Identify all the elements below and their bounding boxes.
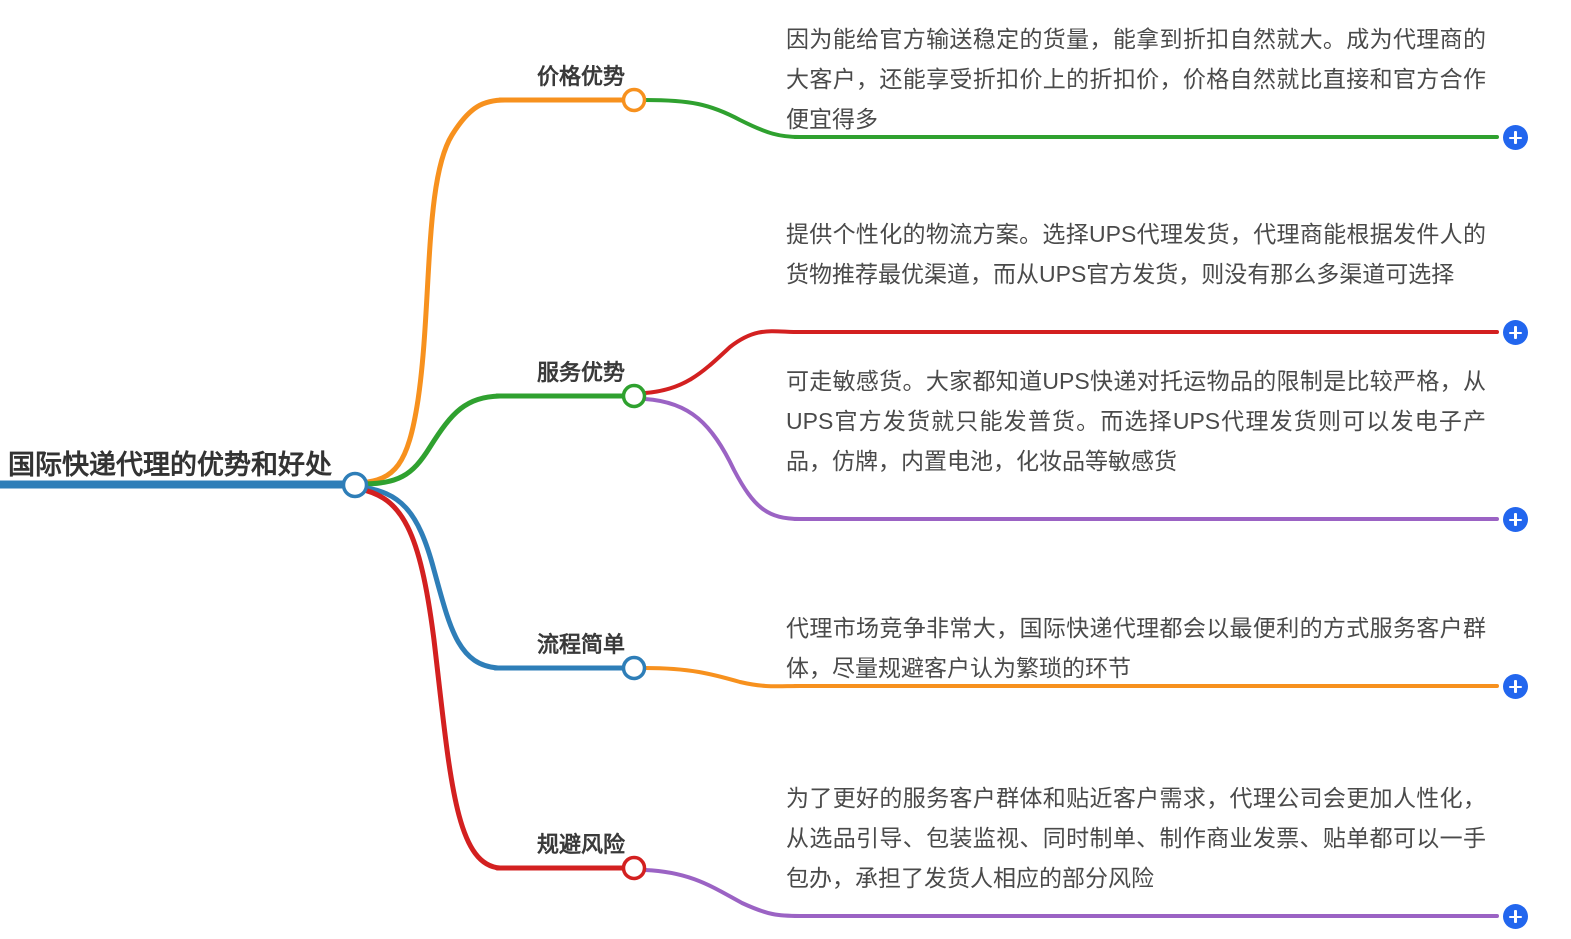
wire-root-to-risk <box>357 486 503 871</box>
topic-risk-avoidance[interactable]: 规避风险 <box>497 831 625 859</box>
wire-root-to-price <box>357 97 508 486</box>
topic-label: 价格优势 <box>536 64 625 89</box>
topic-simple-process[interactable]: 流程简单 <box>495 631 625 659</box>
leaf-sensitive-goods-detail[interactable]: 可走敏感货。大家都知道UPS快递对托运物品的限制是比较严格，从UPS官方发货就只… <box>786 368 1486 474</box>
expand-button-sensitive-goods-leaf[interactable] <box>1503 507 1528 532</box>
topic-label: 规避风险 <box>536 832 625 857</box>
topic-label: 流程简单 <box>536 632 625 657</box>
leaf-price-detail[interactable]: 因为能给官方输送稳定的货量，能拿到折扣自然就大。成为代理商的大客户，还能享受折扣… <box>786 26 1486 132</box>
expand-button-risk-leaf[interactable] <box>1503 904 1528 929</box>
leaf-risk-detail[interactable]: 为了更好的服务客户群体和贴近客户需求，代理公司会更加人性化，从选品引导、包装监视… <box>786 785 1486 891</box>
wire-service-to-leaf2 <box>643 329 802 395</box>
topic-service-advantage[interactable]: 服务优势 <box>497 359 625 387</box>
root-topic[interactable]: 国际快递代理的优势和好处 <box>8 448 348 482</box>
wire-root-to-process <box>357 484 501 671</box>
expand-button-service-channel-leaf[interactable] <box>1503 320 1528 345</box>
wire-service-to-leaf3 <box>643 397 802 521</box>
node-circle-risk[interactable] <box>621 855 647 881</box>
node-circle-price[interactable] <box>621 87 647 113</box>
topic-price-advantage[interactable]: 价格优势 <box>500 63 625 91</box>
root-topic-label: 国际快递代理的优势和好处 <box>8 450 332 480</box>
node-circle-service[interactable] <box>621 383 647 409</box>
wire-price-to-leaf1 <box>643 98 802 139</box>
expand-button-process-leaf[interactable] <box>1503 674 1528 699</box>
leaf-service-channel-detail[interactable]: 提供个性化的物流方案。选择UPS代理发货，代理商能根据发件人的货物推荐最优渠道，… <box>786 221 1486 287</box>
expand-button-price-leaf[interactable] <box>1503 125 1528 150</box>
node-circle-process[interactable] <box>621 655 647 681</box>
leaf-process-detail[interactable]: 代理市场竞争非常大，国际快递代理都会以最便利的方式服务客户群体，尽量规避客户认为… <box>786 615 1486 681</box>
wire-root-to-service <box>357 393 503 487</box>
wire-risk-to-leaf5 <box>643 868 802 918</box>
topic-label: 服务优势 <box>536 360 625 385</box>
wire-process-to-leaf4 <box>643 666 802 689</box>
